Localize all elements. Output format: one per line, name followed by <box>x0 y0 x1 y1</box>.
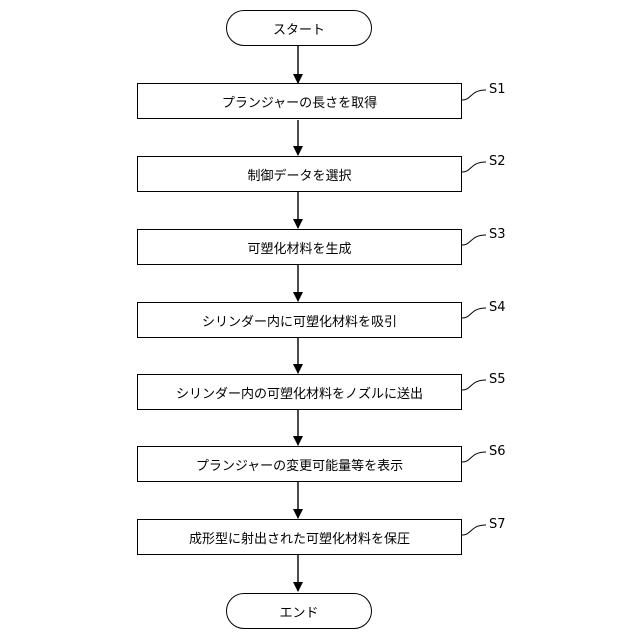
step-box-s6: プランジャーの変更可能量等を表示 <box>137 446 462 482</box>
step-text-s7: 成形型に射出された可塑化材料を保圧 <box>189 528 410 547</box>
leader-s1 <box>462 90 486 100</box>
step-box-s7: 成形型に射出された可塑化材料を保圧 <box>137 519 462 555</box>
end-label: エンド <box>279 602 318 621</box>
step-tag-s3: S3 <box>489 227 506 242</box>
step-text-s1: プランジャーの長さを取得 <box>222 92 377 111</box>
end-terminal: エンド <box>226 593 372 629</box>
leader-s3 <box>462 235 486 245</box>
step-text-s2: 制御データを選択 <box>247 165 351 184</box>
leader-s6 <box>462 452 486 462</box>
step-text-s3: 可塑化材料を生成 <box>247 238 351 257</box>
step-tag-s6: S6 <box>489 444 506 459</box>
leader-s4 <box>462 308 486 318</box>
step-tag-s5: S5 <box>489 372 506 387</box>
start-terminal: スタート <box>226 10 372 46</box>
leader-s7 <box>462 525 486 535</box>
leader-s5 <box>462 380 486 390</box>
step-tag-s4: S4 <box>489 300 506 315</box>
step-box-s1: プランジャーの長さを取得 <box>137 83 462 119</box>
step-box-s4: シリンダー内に可塑化材料を吸引 <box>137 302 462 338</box>
step-box-s5: シリンダー内の可塑化材料をノズルに送出 <box>137 374 462 410</box>
step-text-s6: プランジャーの変更可能量等を表示 <box>196 455 403 474</box>
step-tag-s7: S7 <box>489 517 506 532</box>
step-text-s5: シリンダー内の可塑化材料をノズルに送出 <box>176 383 423 402</box>
step-tag-s2: S2 <box>489 154 506 169</box>
step-box-s3: 可塑化材料を生成 <box>137 229 462 265</box>
start-label: スタート <box>273 19 325 38</box>
step-box-s2: 制御データを選択 <box>137 156 462 192</box>
step-text-s4: シリンダー内に可塑化材料を吸引 <box>202 311 397 330</box>
step-tag-s1: S1 <box>489 82 506 97</box>
leader-s2 <box>462 162 486 172</box>
